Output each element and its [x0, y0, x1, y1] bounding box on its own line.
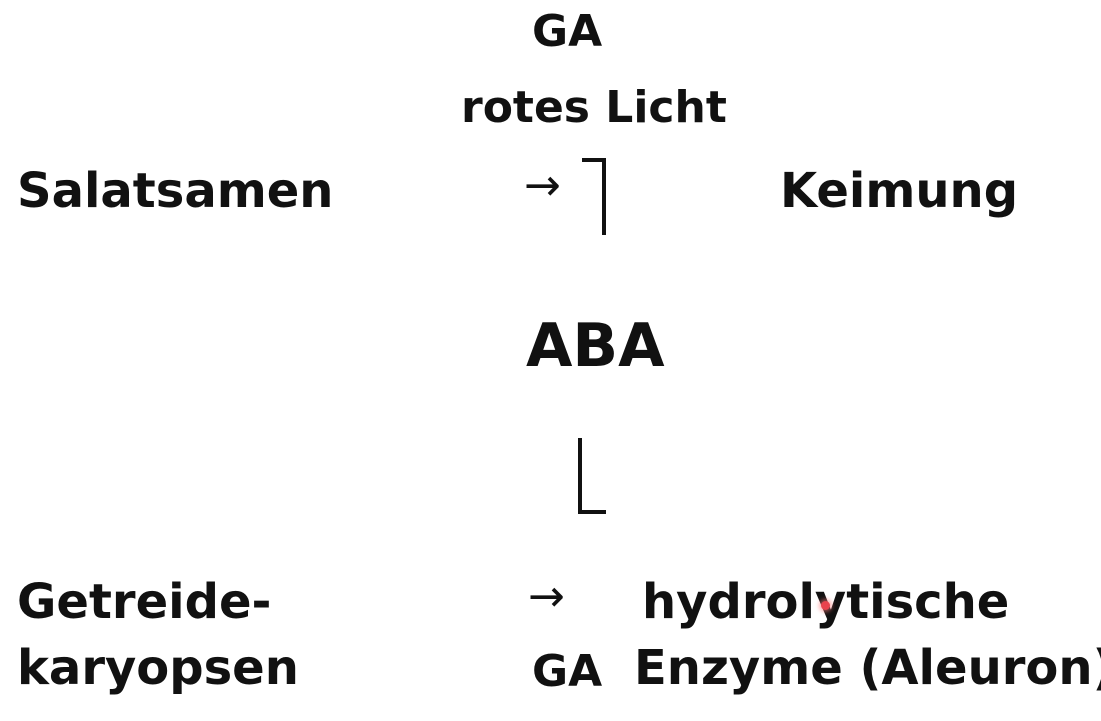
inhibit-bracket-vertical-icon [602, 158, 606, 235]
cereal-label-line2: karyopsen [17, 640, 299, 696]
inhibit-bracket-top-icon [582, 158, 606, 162]
laser-pointer-dot [821, 601, 830, 610]
row2-arrow-icon: → [528, 571, 565, 622]
row1-arrow-icon: → [524, 160, 561, 211]
inhibit-bracket-vertical-lower-icon [578, 438, 582, 514]
top-ga-label: GA [532, 6, 603, 57]
aba-label: ABA [526, 311, 665, 381]
germination-label: Keimung [780, 163, 1019, 219]
inhibit-bracket-bottom-icon [578, 510, 606, 514]
cereal-label-line1: Getreide- [17, 574, 272, 630]
lettuce-seeds-label: Salatsamen [17, 163, 334, 219]
bottom-ga-label: GA [532, 646, 603, 697]
enzymes-aleurone-label: Enzyme (Aleuron) [634, 640, 1101, 696]
red-light-label: rotes Licht [461, 82, 727, 133]
